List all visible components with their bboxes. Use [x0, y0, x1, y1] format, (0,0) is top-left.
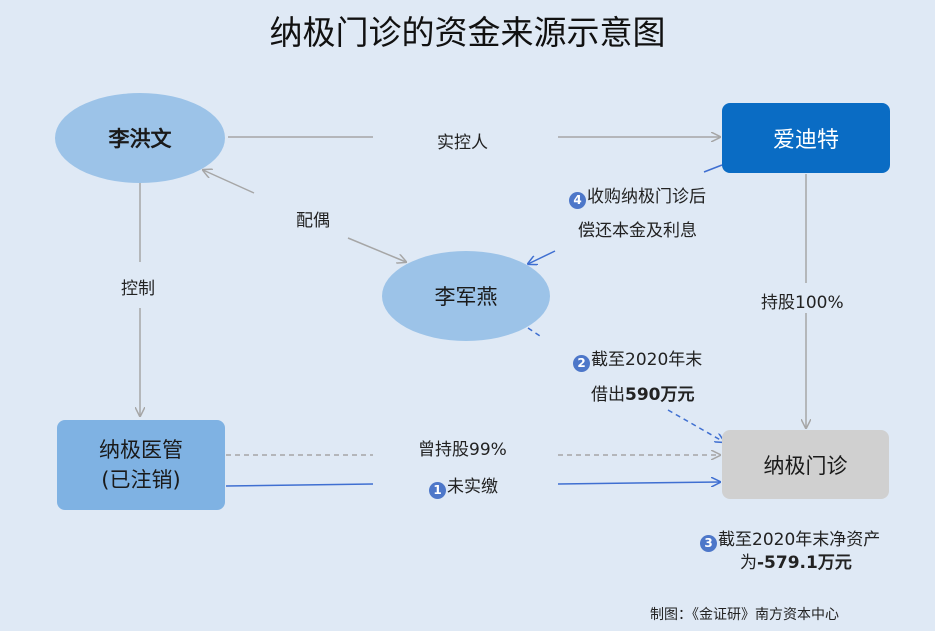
- node-naji-yiguan-label: 纳极医管: [99, 438, 183, 462]
- edge-step4-start: [703, 164, 723, 173]
- step3-amount: -579.1万元: [757, 553, 852, 573]
- label-step2-line2: 借出590万元: [591, 380, 695, 405]
- node-naji-yiguan: 纳极医管 (已注销): [57, 420, 225, 510]
- label-step4-line2: 偿还本金及利息: [578, 221, 697, 241]
- node-li-hongwen: 李洪文: [55, 93, 225, 183]
- step2-prefix: 借出: [591, 385, 625, 405]
- step2-amount: 590万元: [625, 385, 695, 405]
- edge-step1-right: [557, 482, 720, 484]
- step3-text: 截至2020年末净资产: [718, 530, 881, 550]
- page-title: 纳极门诊的资金来源示意图: [269, 13, 666, 52]
- edge-step1-left: [225, 483, 374, 487]
- step2-text: 截至2020年末: [591, 350, 703, 370]
- label-shikongren: 实控人: [437, 133, 488, 153]
- edge-step2-start: [527, 327, 541, 337]
- label-chigu100: 持股100%: [761, 293, 844, 313]
- step1-text: 未实缴: [447, 477, 498, 497]
- edge-step4-end: [528, 250, 556, 264]
- label-peiou: 配偶: [296, 211, 330, 231]
- node-naji-menzhen-label: 纳极门诊: [763, 453, 848, 478]
- label-cengchigu: 曾持股99%: [418, 440, 507, 460]
- edge-spouse-to-li-hongwen: [203, 170, 255, 194]
- node-aidite-label: 爱迪特: [772, 128, 839, 153]
- step4-text: 收购纳极门诊后: [587, 187, 706, 207]
- node-li-hongwen-label: 李洪文: [108, 127, 172, 151]
- step3-prefix: 为: [740, 553, 757, 573]
- node-li-junyan: 李军燕: [382, 251, 550, 341]
- edge-spouse-to-li-junyan: [347, 237, 406, 262]
- label-kongzhi: 控制: [121, 279, 155, 299]
- label-step3-line2: 为-579.1万元: [740, 548, 852, 573]
- node-aidite: 爱迪特: [722, 103, 890, 173]
- node-naji-yiguan-note: (已注销): [101, 468, 181, 492]
- step2-badge: 2: [573, 354, 590, 372]
- edge-step2-end: [667, 409, 724, 442]
- step4-badge: 4: [569, 191, 586, 209]
- step3-badge: 3: [700, 534, 717, 552]
- node-naji-menzhen: 纳极门诊: [722, 430, 889, 499]
- node-li-junyan-label: 李军燕: [434, 285, 498, 309]
- step1-badge: 1: [429, 481, 446, 499]
- credit: 制图：《金证研》南方资本中心: [650, 607, 839, 623]
